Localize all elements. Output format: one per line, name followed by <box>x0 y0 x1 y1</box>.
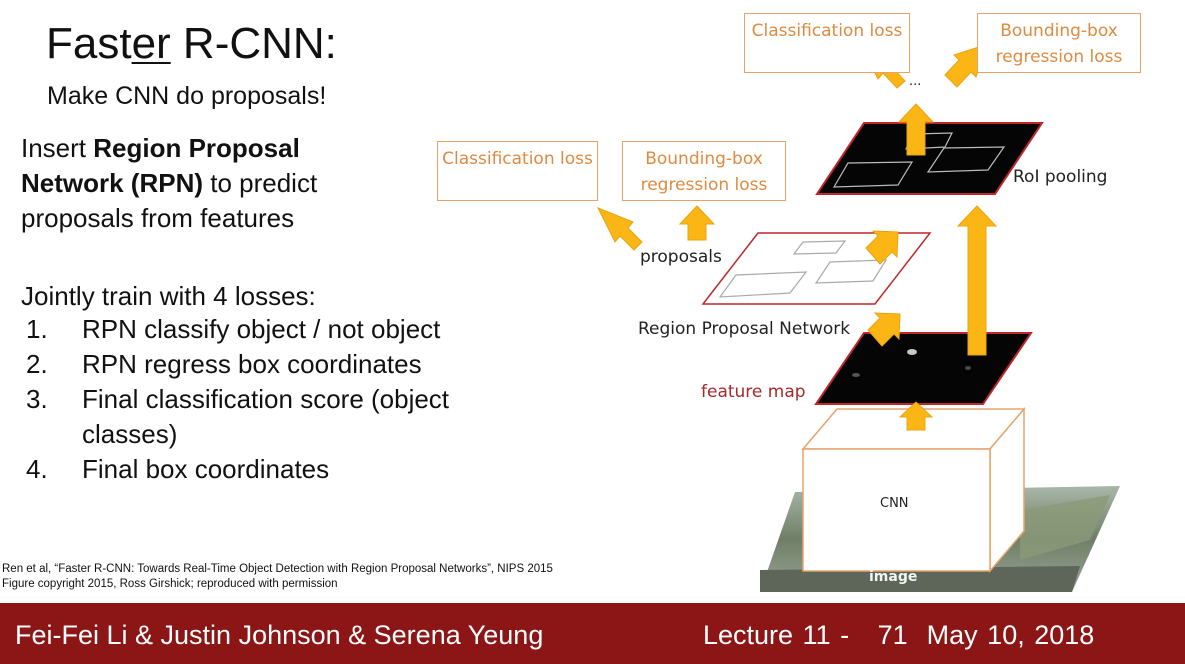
feature-map-plane <box>814 332 1033 405</box>
list-number: 2. <box>26 349 48 379</box>
footer-authors: Fei-Fei Li & Justin Johnson & Serena Yeu… <box>15 620 544 650</box>
top-bbox-regression-loss: Bounding-box regression loss <box>977 13 1141 73</box>
citation-line-2: Figure copyright 2015, Ross Girshick; re… <box>2 578 338 590</box>
slide-title: Faster R-CNN: <box>46 22 337 66</box>
list-text: Final box coordinates <box>82 454 330 484</box>
list-text: RPN regress box coordinates <box>82 349 422 379</box>
cnn-box <box>801 406 1026 574</box>
feature-map-label: feature map <box>701 382 806 402</box>
roi-pooling-plane <box>815 122 1044 195</box>
citation-line-1: Ren et al, “Faster R-CNN: Towards Real-T… <box>2 563 553 575</box>
arrow-roi-up <box>897 103 935 156</box>
list-text: Final classification score (object class… <box>82 384 450 449</box>
arrow-mid-class <box>596 207 643 251</box>
title-underlined: er <box>131 19 171 68</box>
citation: Ren et al, “Faster R-CNN: Towards Real-T… <box>2 562 553 592</box>
insert-rpn-paragraph: Insert Region Proposal Network (RPN) to … <box>21 131 401 236</box>
proposals-label: proposals <box>640 247 722 267</box>
mid-classification-loss: Classification loss <box>437 141 598 201</box>
footer-lecture-info: Lecture 11 - 71 May 10, 2018 <box>703 620 1094 651</box>
title-post: R-CNN: <box>170 19 337 68</box>
top-classification-loss: Classification loss <box>744 13 910 73</box>
insert-post: to predict proposals from features <box>21 168 318 233</box>
footer-date: May 10, 2018 <box>926 620 1095 650</box>
list-text: RPN classify object / not object <box>82 314 441 344</box>
ellipsis-label: ... <box>909 74 922 89</box>
jointly-train-heading: Jointly train with 4 losses: <box>21 281 316 311</box>
list-number: 1. <box>26 314 48 344</box>
footer-page-number: 71 <box>877 620 908 650</box>
mid-bbox-regression-loss: Bounding-box regression loss <box>622 141 786 201</box>
roi-pooling-label: RoI pooling <box>1013 167 1108 187</box>
list-item: 3. Final classification score (object cla… <box>26 382 536 452</box>
rpn-label: Region Proposal Network <box>638 319 851 339</box>
arrow-proposals-to-roi <box>865 230 899 265</box>
insert-pre: Insert <box>21 133 94 163</box>
arrow-fm-to-roi <box>956 205 998 356</box>
title-pre: Fast <box>46 19 132 68</box>
list-number: 3. <box>26 384 48 414</box>
cnn-label: CNN <box>880 496 909 511</box>
insert-bold: Region Proposal Network (RPN) <box>21 133 300 198</box>
list-item: 2. RPN regress box coordinates <box>26 347 536 382</box>
loss-list: 1. RPN classify object / not object 2. RPN… <box>26 312 536 487</box>
slide-subtitle: Make CNN do proposals! <box>47 82 327 110</box>
image-label: image <box>869 569 918 585</box>
arrow-mid-bbox <box>678 205 716 241</box>
arrow-rpn <box>867 312 901 347</box>
list-item: 4. Final box coordinates <box>26 452 536 487</box>
arrow-image-to-fm <box>898 401 934 431</box>
footer-lecture: Lecture 11 - <box>703 620 850 650</box>
footer-bar: Fei-Fei Li & Justin Johnson & Serena Yeu… <box>0 603 1185 664</box>
list-number: 4. <box>26 454 48 484</box>
list-item: 1. RPN classify object / not object <box>26 312 536 347</box>
